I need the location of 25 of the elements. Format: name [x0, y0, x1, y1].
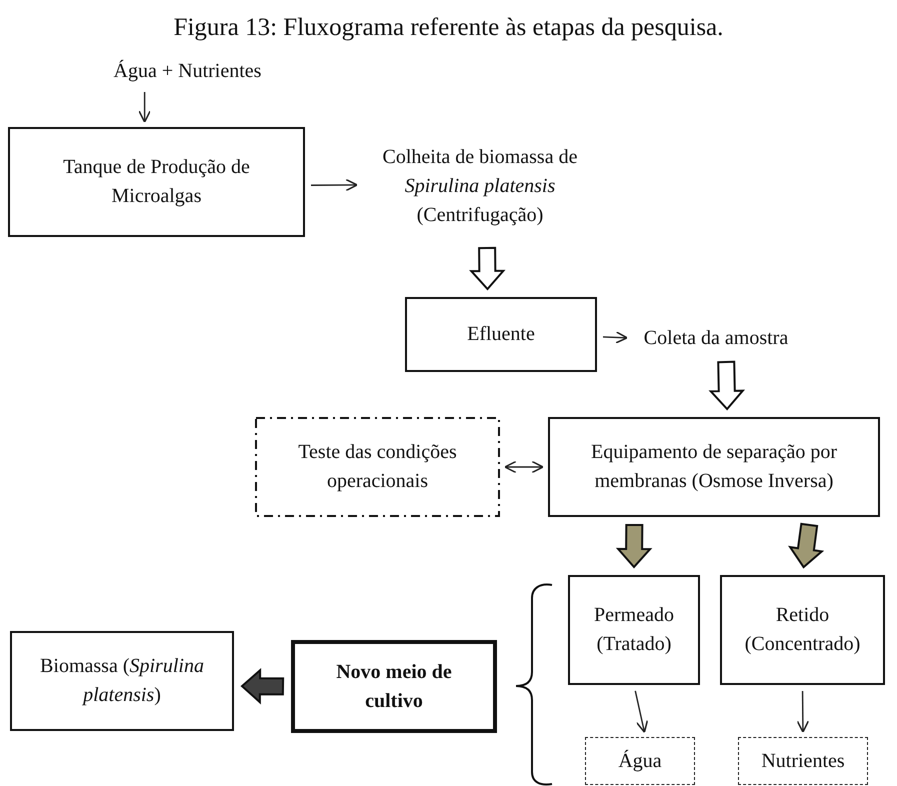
text-label: Coleta da amostra: [632, 322, 800, 354]
figure-title: Figura 13: Fluxograma referente às etapas da pesquisa.: [172, 14, 724, 42]
process-box: Retido (Concentrado): [720, 575, 885, 685]
double-arrow: [504, 460, 544, 474]
arrow: [311, 178, 358, 192]
block-arrow: [788, 522, 824, 569]
block-arrow: [708, 360, 746, 410]
block-arrow: [616, 524, 652, 568]
arrow: [796, 691, 810, 733]
dashed-box: Nutrientes: [738, 737, 868, 785]
process-box: Permeado (Tratado): [568, 575, 700, 685]
arrow: [634, 690, 648, 733]
process-box: Novo meio de cultivo: [291, 640, 497, 733]
block-arrow: [469, 246, 506, 290]
process-box: Biomassa (Spirulina platensis): [10, 631, 234, 731]
process-box: Equipamento de separação por membranas (Osmose Inversa): [548, 417, 880, 517]
process-box: Efluente: [405, 297, 597, 372]
process-box: Tanque de Produção de Microalgas: [8, 127, 305, 237]
dashed-box: Água: [585, 737, 695, 785]
arrow: [602, 331, 628, 344]
dashed-box: Teste das condições operacionais: [255, 417, 500, 517]
text-label: Colheita de biomassa de Spirulina platensis (Centrifugação): [362, 132, 598, 240]
block-arrow: [240, 668, 284, 704]
arrow: [138, 92, 151, 123]
text-label: Água + Nutrientes: [105, 56, 270, 86]
